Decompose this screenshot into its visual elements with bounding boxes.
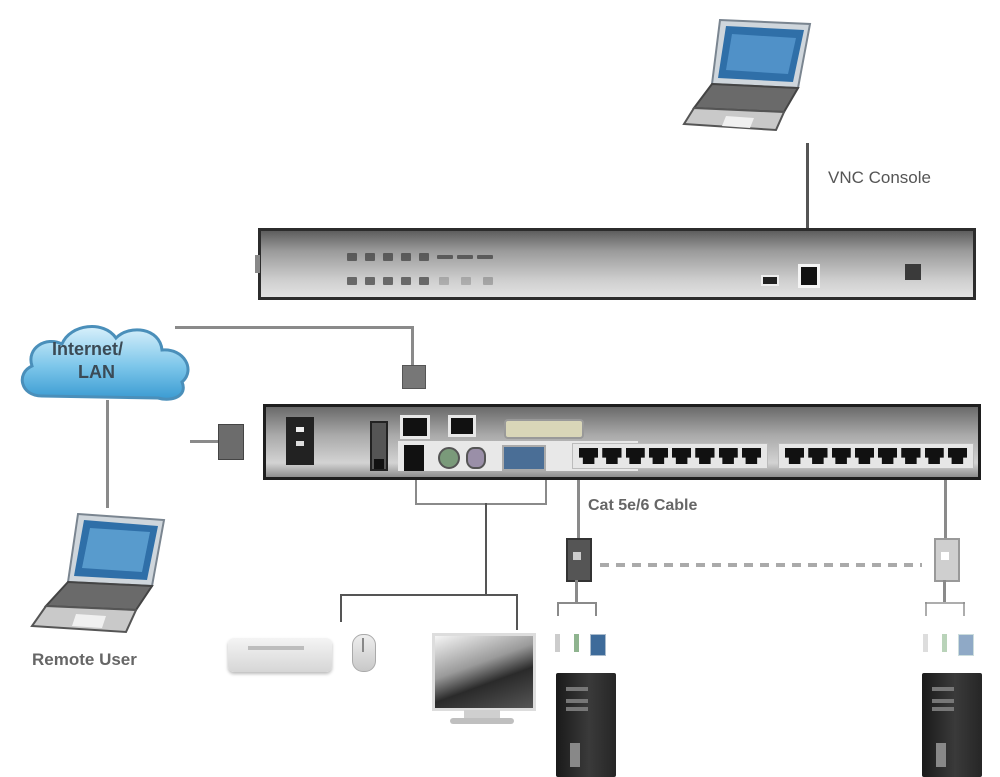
serverN-usb-plug — [923, 634, 928, 652]
console-wire-left — [415, 480, 417, 504]
lan-port-1 — [400, 415, 430, 439]
server-1-computer-icon — [556, 673, 616, 777]
serverN-adapter-icon — [934, 538, 960, 582]
lan-wire-horizontal — [175, 326, 413, 329]
server1-vga-plug — [590, 634, 606, 656]
serverN-ps2-plug — [942, 634, 947, 652]
console-wire-right — [545, 480, 547, 504]
lan-wire-vertical — [411, 326, 414, 366]
vga-port — [502, 445, 546, 471]
cable-label: Cat 5e/6 Cable — [588, 497, 698, 514]
vnc-console-label: VNC Console — [828, 168, 931, 187]
power-wire — [190, 440, 218, 443]
keyboard-wire — [340, 594, 342, 622]
internet-lan-cloud-icon — [20, 325, 190, 401]
serverN-cable — [944, 480, 947, 538]
cloud-label-line1: Internet/ — [52, 339, 124, 359]
kvm-port-group-1 — [572, 443, 768, 469]
db25-port — [504, 419, 584, 439]
keyboard-icon — [228, 638, 332, 672]
monitor-icon — [432, 633, 536, 711]
server1-ps2-plug — [574, 634, 579, 652]
lan-port-2 — [448, 415, 476, 437]
server-n-computer-icon — [922, 673, 982, 777]
console-wire-join — [415, 503, 547, 505]
kvm-port-group-2 — [778, 443, 974, 469]
monitor-wire — [516, 594, 518, 630]
remote-user-wire — [106, 400, 109, 508]
kvm-switch-front-panel — [255, 228, 976, 300]
vnc-console-laptop-icon — [682, 18, 812, 132]
lan-connector-icon — [402, 365, 426, 389]
remote-user-laptop-icon — [30, 512, 166, 634]
more-servers-dotted-line — [600, 563, 922, 567]
front-console-port — [798, 264, 820, 288]
usb-port — [404, 445, 424, 471]
server1-usb-plug — [555, 634, 560, 652]
console-wire-trunk — [485, 503, 487, 595]
console-wire-split — [340, 594, 518, 596]
cloud-label-line2: LAN — [78, 362, 115, 382]
server1-cable — [577, 480, 580, 538]
power-plug-icon — [218, 424, 244, 460]
front-power-button — [905, 264, 921, 280]
ps2-mouse-port — [466, 447, 486, 469]
mouse-icon — [352, 634, 376, 672]
ps2-keyboard-port — [438, 447, 460, 469]
remote-user-label: Remote User — [32, 650, 137, 669]
server1-adapter-icon — [566, 538, 592, 582]
front-usb-port — [761, 275, 779, 286]
vnc-console-wire — [806, 143, 809, 228]
kvm-switch-rear-panel — [263, 404, 981, 480]
serial-port — [370, 421, 388, 471]
serverN-vga-plug — [958, 634, 974, 656]
